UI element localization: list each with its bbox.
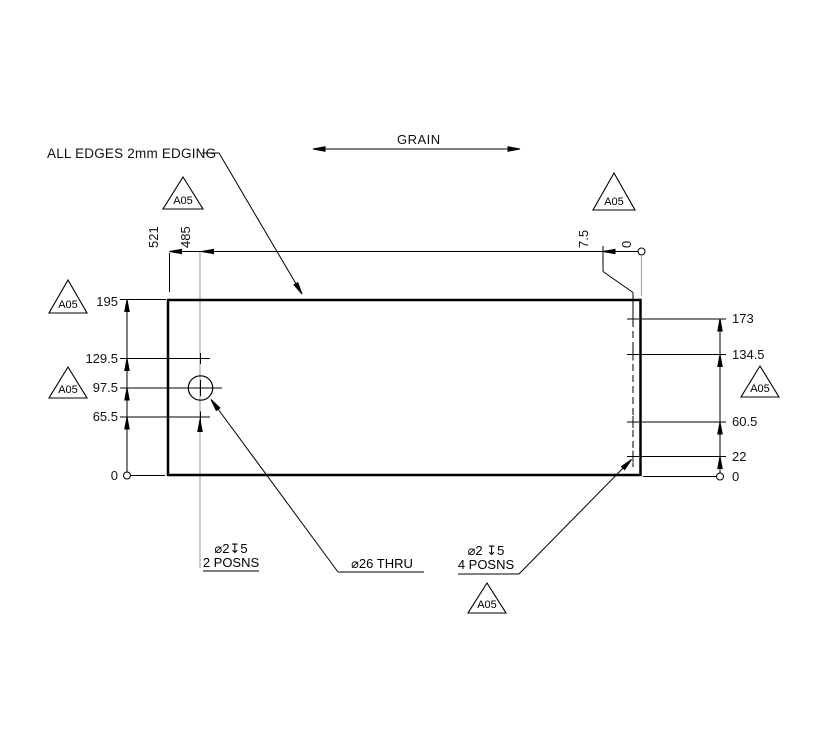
datum-triangles	[48, 171, 780, 614]
datum-triangle-top-right	[592, 171, 636, 211]
dim-right-60-5: 60.5	[732, 414, 758, 429]
callout-through-hole: ⌀26 THRU	[340, 557, 424, 571]
small-holes-right-marks	[627, 309, 639, 467]
left-dimension-line	[120, 299, 222, 480]
dim-left-129-5: 129.5	[85, 350, 118, 366]
dim-right-22: 22	[732, 448, 747, 464]
aux-extension-lines	[199, 251, 643, 568]
callout-small-holes-right-qty: 4 POSNS	[457, 557, 515, 572]
dim-top-521: 521	[146, 226, 161, 248]
dim-left-65-5: 65.5	[92, 409, 118, 424]
dim-top-485: 485	[178, 226, 193, 248]
callout-small-holes-left: ⌀2↧5 2 POSNS	[195, 542, 267, 570]
datum-label-right: A05	[750, 383, 770, 395]
top-dimension-line	[169, 246, 646, 316]
datum-triangle-top-left	[162, 175, 204, 210]
callout-small-holes-left-spec: ⌀2↧5	[214, 541, 248, 556]
dim-right-173: 173	[732, 311, 754, 326]
datum-label-top-right: A05	[604, 196, 624, 208]
callout-through-hole-spec: ⌀26 THRU	[351, 556, 413, 571]
small-holes-left-leader	[197, 419, 259, 572]
datum-triangle-left-lower	[48, 365, 88, 399]
datum-triangle-left-upper	[48, 278, 88, 314]
small-holes-right-leader	[458, 459, 632, 575]
edging-note: ALL EDGES 2mm EDGING	[47, 146, 217, 161]
datum-label-left-upper: A05	[58, 299, 78, 311]
through-hole	[187, 375, 214, 401]
datum-triangle-right	[740, 364, 780, 398]
part-outline	[166, 298, 642, 477]
edging-note-leader	[202, 152, 303, 295]
callout-small-holes-right: ⌀2 ↧5 4 POSNS	[450, 544, 522, 572]
datum-label-top-left: A05	[173, 195, 193, 207]
datum-label-left-lower: A05	[58, 384, 78, 396]
right-dimension-line	[642, 318, 726, 481]
dim-top-0: 0	[619, 240, 634, 248]
dim-left-195: 195	[96, 294, 118, 309]
dim-right-134-5: 134.5	[732, 346, 765, 362]
through-hole-leader	[210, 399, 424, 573]
datum-label-bottom: A05	[477, 599, 497, 611]
dim-left-97-5: 97.5	[92, 380, 118, 395]
grain-label: GRAIN	[397, 132, 441, 147]
grain-direction-arrow	[312, 146, 521, 152]
callout-small-holes-left-qty: 2 POSNS	[202, 555, 260, 570]
dim-right-0: 0	[732, 469, 740, 484]
dim-left-0: 0	[110, 467, 118, 483]
datum-triangle-bottom	[467, 581, 507, 614]
callout-small-holes-right-spec: ⌀2 ↧5	[467, 543, 505, 558]
dim-top-7-5: 7.5	[576, 229, 591, 248]
